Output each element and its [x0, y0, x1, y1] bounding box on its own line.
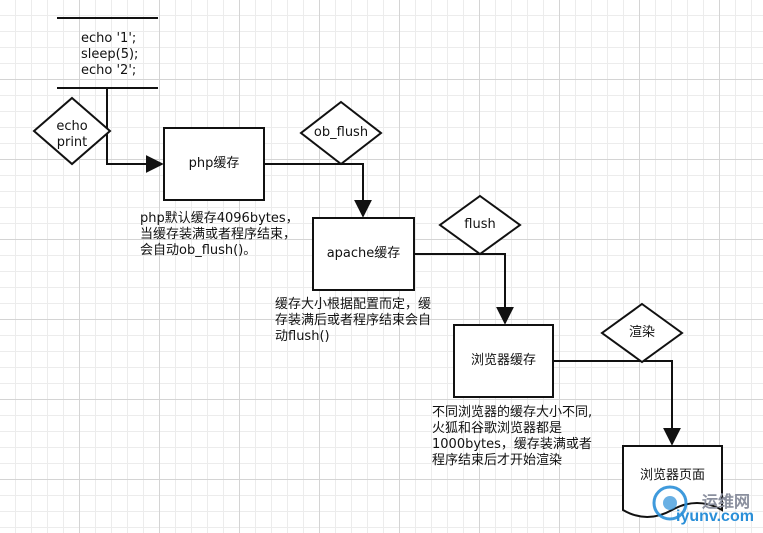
doc-browser-page-label: 浏览器页面	[639, 468, 705, 483]
watermark: 运维网 iyunv.com	[652, 486, 762, 532]
box-php-buffer	[163, 127, 265, 201]
note-apache: 缓存大小根据配置而定，缓 存装满后或者程序结束会自 动flush()	[275, 297, 431, 345]
connector-php-to-apache	[264, 163, 372, 218]
note-browser-line-4: 程序结束后才开始渲染	[432, 453, 563, 468]
connector-code-to-php	[106, 88, 164, 173]
box-apache-buffer	[312, 217, 415, 291]
watermark-site-en: iyunv.com	[676, 508, 754, 525]
decision-ob-flush-label: ob_flush	[313, 125, 369, 140]
note-browser-line-3: 1000bytes，缓存装满或者	[432, 437, 592, 452]
watermark-logo	[652, 485, 688, 521]
decision-echo-print-label: echo print	[42, 119, 102, 151]
box-browser-buffer	[453, 324, 554, 398]
code-line-3: echo '2';	[81, 63, 137, 78]
note-browser-line-2: 火狐和谷歌浏览器都是	[432, 421, 563, 436]
doc-browser-page	[622, 445, 723, 518]
box-apache-buffer-label: apache缓存	[326, 246, 401, 261]
box-browser-buffer-label: 浏览器缓存	[470, 353, 536, 368]
note-apache-line-1: 缓存大小根据配置而定，缓	[275, 297, 432, 312]
note-php-line-3: 会自动ob_flush()。	[140, 243, 257, 258]
note-browser: 不同浏览器的缓存大小不同, 火狐和谷歌浏览器都是 1000bytes，缓存装满或…	[432, 405, 592, 469]
decision-print-label: print	[56, 135, 88, 150]
note-apache-line-2: 存装满后或者程序结束会自	[275, 313, 432, 328]
note-php-line-1: php默认缓存4096bytes，	[140, 211, 299, 226]
box-php-buffer-label: php缓存	[188, 156, 240, 171]
note-php: php默认缓存4096bytes， 当缓存装满或者程序结束， 会自动ob_flu…	[140, 211, 299, 259]
decision-flush	[438, 194, 522, 256]
decision-flush-label: flush	[464, 217, 496, 232]
decision-ob-flush	[299, 100, 383, 166]
decision-echo-label: echo	[56, 119, 88, 134]
note-php-line-2: 当缓存装满或者程序结束，	[140, 227, 297, 242]
connector-apache-to-browser	[414, 253, 514, 325]
code-block: echo '1'; sleep(5); echo '2';	[81, 31, 138, 79]
connector-browser-to-page	[553, 360, 681, 446]
code-line-1: echo '1';	[81, 31, 137, 46]
decision-render-label: 渲染	[628, 325, 655, 340]
watermark-site-cn: 运维网	[702, 492, 751, 511]
code-line-2: sleep(5);	[81, 47, 139, 62]
decision-render	[600, 302, 684, 364]
note-apache-line-3: 动flush()	[275, 329, 330, 344]
decision-echo-print	[32, 96, 112, 166]
note-browser-line-1: 不同浏览器的缓存大小不同,	[432, 405, 593, 420]
